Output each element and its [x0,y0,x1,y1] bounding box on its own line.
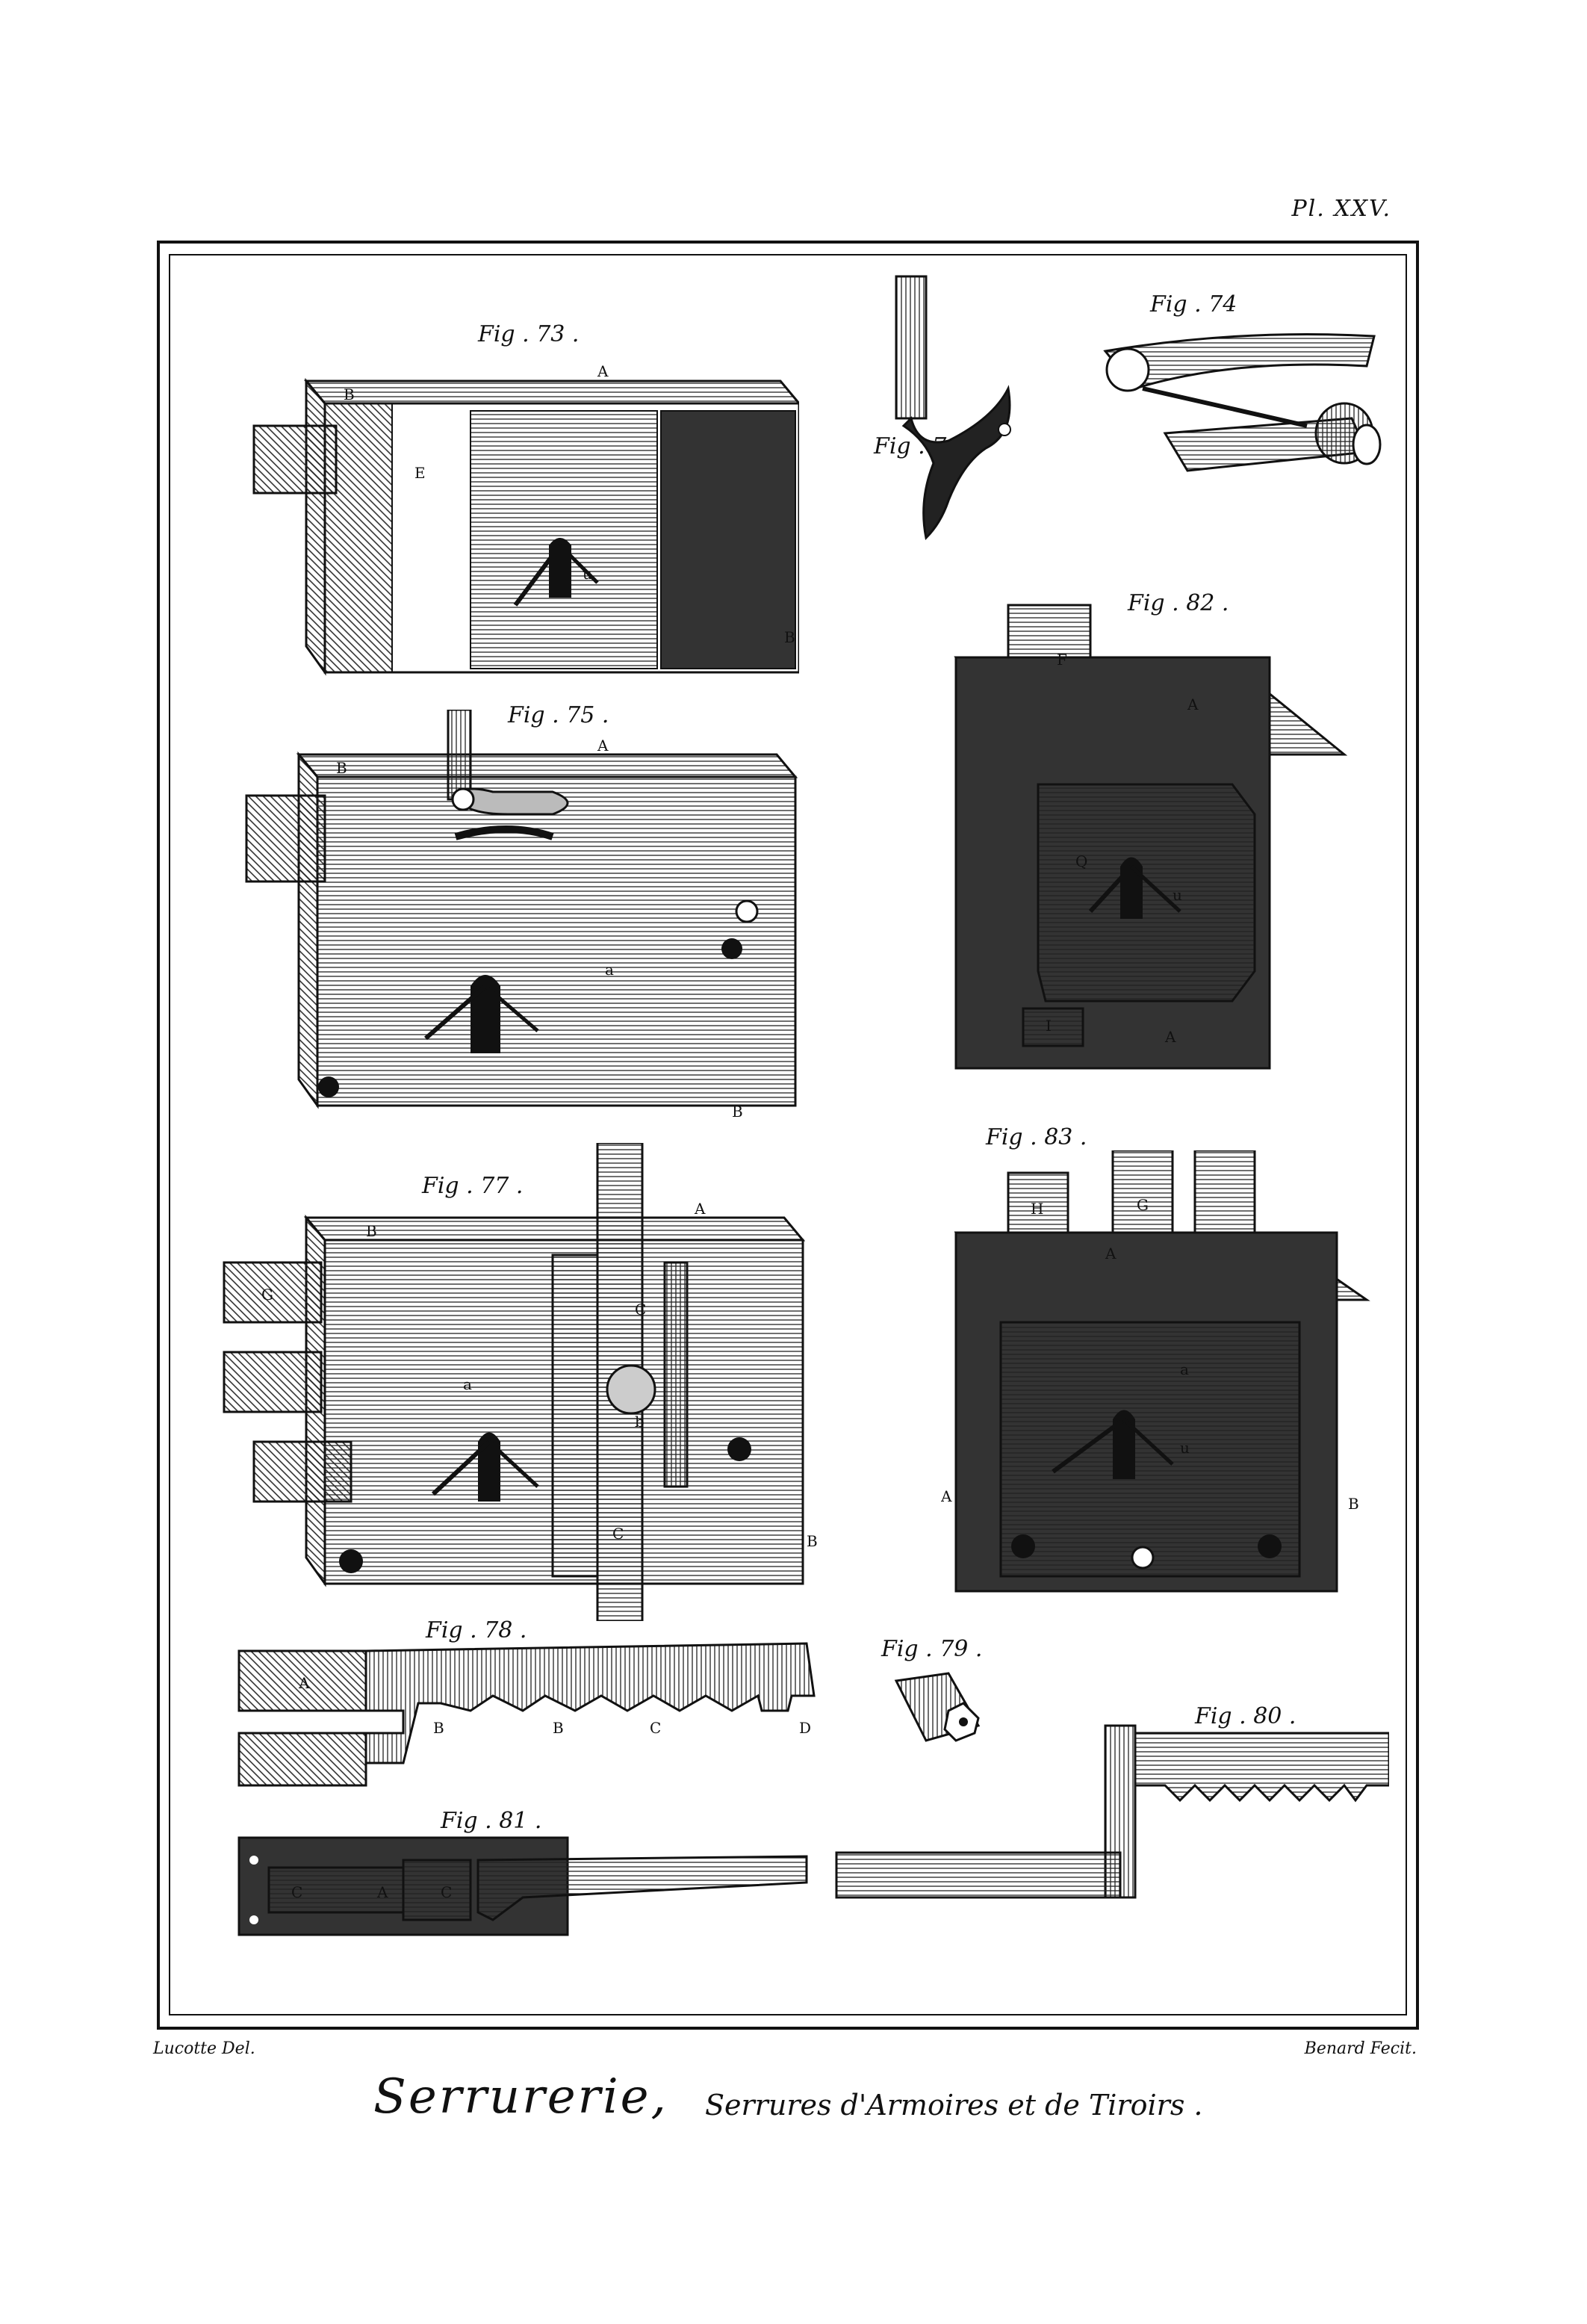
fig73-label-A: A [597,362,609,380]
fig82-drawing: F A Q u I A [941,598,1359,1076]
plate-outer-frame [157,241,1419,2030]
fig81-label-C2: C [441,1883,452,1901]
fig73-label-u: u [583,565,592,583]
fig77-label-G: G [261,1286,273,1304]
fig74-drawing [1083,314,1404,493]
fig77-label-B1: B [366,1222,377,1240]
fig75-label-A: A [597,737,609,754]
fig81-label-A: A [376,1883,388,1901]
fig83-label-A1: A [1105,1245,1117,1262]
fig82-label-F: F [1057,651,1067,669]
fig75-caption: Fig . 75 . [508,702,609,728]
fig83-label-G: G [1137,1196,1149,1214]
fig83-drawing: H G A a u A B [941,1150,1374,1599]
fig82-caption: Fig . 82 . [1128,590,1229,616]
plate-inner-frame [169,254,1407,2015]
plate-subtitle: Serrures d'Armoires et de Tiroirs . [705,2089,1203,2122]
fig73-label-B2: B [784,628,795,646]
fig77-label-B2: B [807,1532,818,1550]
fig75-label-B1: B [336,759,347,777]
fig83-label-u: u [1180,1439,1190,1457]
fig77-caption: Fig . 77 . [422,1173,524,1199]
fig78-label-B1: B [433,1719,444,1737]
fig82-label-A1: A [1187,695,1199,713]
fig80-drawing [822,1718,1389,1912]
fig83-label-a: a [1180,1360,1189,1378]
fig79-drawing [881,1658,993,1763]
fig83-caption: Fig . 83 . [986,1124,1087,1150]
plate-number: Pl. XXV. [1291,196,1391,222]
fig78-label-A: A [298,1674,310,1692]
fig76-drawing [881,269,1031,545]
fig80-caption: Fig . 80 . [1195,1703,1296,1729]
fig77-label-C1: C [635,1301,646,1319]
fig83-label-A2: A [941,1487,952,1505]
fig82-label-A2: A [1164,1028,1176,1046]
fig82-label-u: u [1173,886,1182,904]
fig75-label-a: a [605,961,614,979]
plate-title: Serrurerie, [373,2069,668,2125]
fig81-label-C1: C [291,1883,302,1901]
fig82-label-I: I [1046,1017,1052,1035]
fig81-caption: Fig . 81 . [441,1808,542,1834]
fig75-drawing: A B a B [239,710,807,1121]
fig74-caption: Fig . 74 [1150,291,1237,317]
fig78-drawing: A B B C D [224,1621,836,1793]
fig73-drawing: A B E u B [246,359,799,695]
fig75-label-B2: B [732,1103,743,1121]
fig77-label-a: a [463,1375,472,1393]
fig77-label-C2: C [612,1525,624,1543]
fig82-label-Q: Q [1075,852,1087,870]
fig73-label-E: E [414,464,426,482]
draftsman-signature: Lucotte Del. [153,2039,255,2058]
fig83-label-B: B [1348,1495,1359,1513]
fig78-label-C: C [650,1719,661,1737]
fig73-label-B1: B [344,385,355,403]
fig77-label-b: b [635,1413,645,1431]
fig79-caption: Fig . 79 . [881,1636,983,1662]
fig77-drawing: A B G a C C b B [217,1143,829,1621]
fig73-caption: Fig . 73 . [478,321,580,347]
fig78-label-D: D [799,1719,811,1737]
fig78-label-B2: B [553,1719,564,1737]
fig83-label-H: H [1031,1200,1043,1218]
fig77-label-A: A [694,1200,706,1218]
fig78-caption: Fig . 78 . [426,1617,527,1643]
engraver-signature: Benard Fecit. [1304,2039,1417,2058]
fig81-drawing: C A C [224,1815,814,1950]
